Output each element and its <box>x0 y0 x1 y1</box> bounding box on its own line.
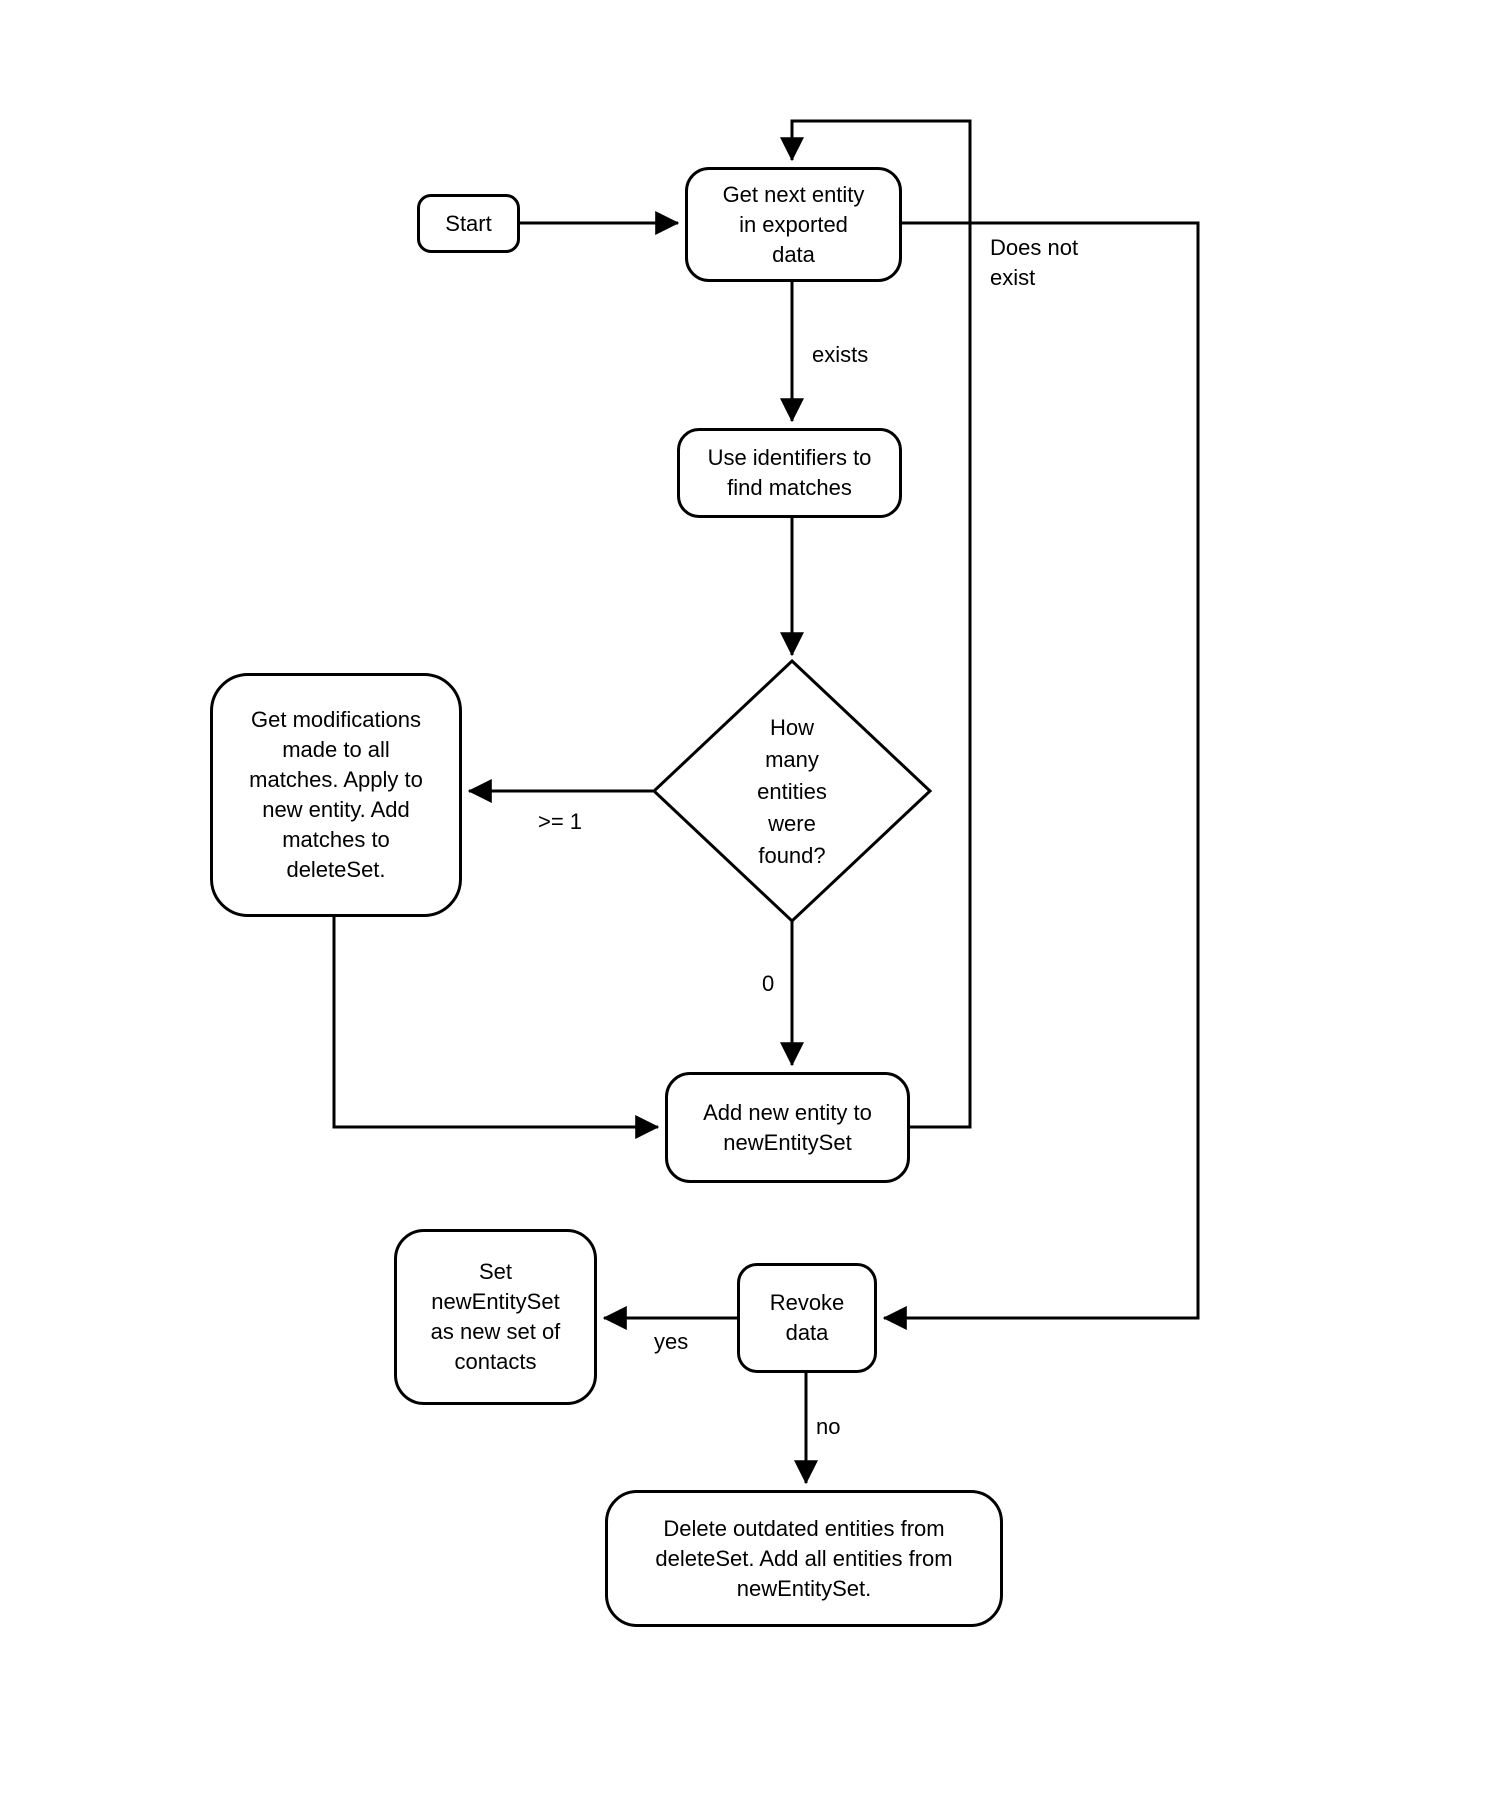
node-use-identifiers: Use identifiers to find matches <box>677 428 902 518</box>
node-use-identifiers-label: Use identifiers to find matches <box>707 445 872 500</box>
node-set-new-entity-set-label: Set newEntitySet as new set of contacts <box>430 1259 561 1374</box>
node-add-new-entity-label: Add new entity to newEntitySet <box>703 1099 872 1155</box>
node-revoke-data-label: Revoke data <box>769 1290 845 1345</box>
node-delete-outdated: Delete outdated entities from deleteSet.… <box>605 1490 1003 1627</box>
edge-label-no: no <box>816 1414 841 1439</box>
decision-diamond-shape <box>651 658 933 924</box>
node-start-label: Start <box>445 210 492 236</box>
edge-label-yes: yes <box>654 1329 689 1354</box>
edge-label-ge-one: >= 1 <box>538 809 583 834</box>
node-revoke-data: Revoke data <box>737 1263 877 1373</box>
edge-add-new-entity-loop-to-get-next <box>780 119 972 1129</box>
edge-get-modifications-to-add-new-entity <box>332 917 660 1139</box>
node-get-next-entity-label: Get next entity in exported data <box>722 181 865 267</box>
node-get-modifications: Get modifications made to all matches. A… <box>210 673 462 917</box>
node-get-modifications-label: Get modifications made to all matches. A… <box>249 707 423 882</box>
edge-label-zero: 0 <box>762 971 775 996</box>
edge-get-next-does-not-exist-to-revoke <box>882 221 1200 1330</box>
node-delete-outdated-label: Delete outdated entities from deleteSet.… <box>655 1515 953 1601</box>
node-set-new-entity-set: Set newEntitySet as new set of contacts <box>394 1229 597 1405</box>
node-get-next-entity: Get next entity in exported data <box>685 167 902 282</box>
node-how-many-entities-label: How many entities were found? <box>757 715 827 868</box>
edge-label-exists: exists <box>812 342 869 367</box>
node-add-new-entity: Add new entity to newEntitySet <box>665 1072 910 1183</box>
node-start: Start <box>417 194 520 253</box>
edge-label-does-not-exist: Does not exist <box>990 235 1079 290</box>
